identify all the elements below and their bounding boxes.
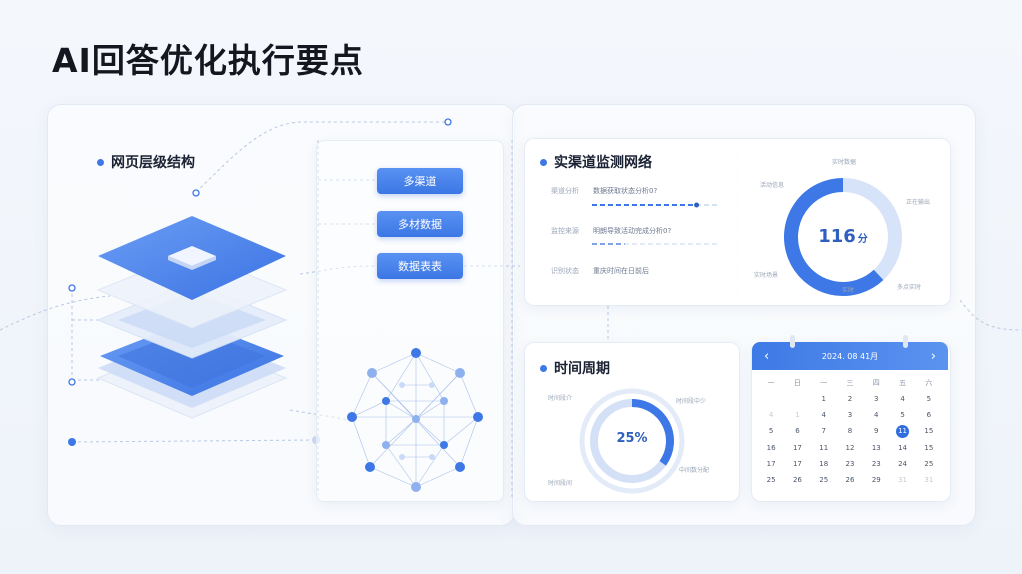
calendar-day[interactable]: 8 — [847, 427, 853, 435]
gauge-label: 正在输出 — [906, 199, 931, 206]
period-title: 时间周期 — [540, 358, 610, 378]
gauge-label: 实时 — [842, 287, 855, 294]
calendar-day[interactable]: 15 — [924, 444, 934, 452]
monitor-row-1: 渠道分析 数据获取状态分析0? — [551, 186, 657, 196]
calendar-day[interactable]: 11 — [819, 444, 829, 452]
calendar-day[interactable]: 5 — [926, 395, 932, 403]
bullet-dot-icon — [97, 158, 104, 166]
period-label: 时间段间 — [548, 480, 573, 487]
calendar-day[interactable]: 12 — [845, 444, 855, 452]
calendar-day[interactable]: 16 — [766, 444, 776, 452]
calendar-day[interactable]: 31 — [924, 476, 934, 484]
calendar-day[interactable]: 7 — [821, 427, 826, 435]
calendar-day[interactable]: 5 — [900, 411, 905, 419]
gauge-label: 实时场景 — [754, 272, 779, 279]
gauge-label: 活动信息 — [760, 182, 785, 189]
calendar-day[interactable]: 25 — [766, 476, 776, 484]
calendar-next-button[interactable]: › — [930, 348, 936, 364]
monitor-title-text: 实渠道监测网络 — [554, 155, 652, 171]
calendar-day[interactable]: 4 — [900, 395, 905, 403]
calendar-day[interactable]: 6 — [795, 427, 800, 435]
monitor-row-3: 识别状态 重庆时间在日前后 — [551, 266, 649, 276]
calendar-day[interactable]: 17 — [792, 444, 802, 452]
calendar-day[interactable]: 24 — [898, 460, 908, 468]
calendar-day[interactable]: 15 — [924, 427, 934, 435]
calendar-day[interactable]: 23 — [871, 460, 881, 468]
calendar-day[interactable]: 26 — [792, 476, 802, 484]
page-title: AI回答优化执行要点 — [52, 41, 364, 80]
calendar-day[interactable]: 17 — [792, 460, 802, 468]
calendar-month-label: 2024. 08 41月 — [821, 351, 879, 361]
monitor-row-text: 明朗导致活动完成分析0? — [593, 227, 672, 235]
monitor-progress-2 — [592, 243, 718, 245]
monitor-row-label: 识别状态 — [551, 267, 579, 275]
calendar-weekday: 一 — [820, 379, 828, 387]
calendar-day[interactable]: 25 — [819, 476, 829, 484]
monitor-row-label: 渠道分析 — [551, 187, 579, 195]
calendar-day[interactable]: 1 — [795, 411, 800, 419]
calendar-weekday: 三 — [846, 379, 854, 387]
calendar-day[interactable]: 31 — [898, 476, 908, 484]
calendar-weekday: 五 — [899, 379, 907, 387]
layer-stack-illustration — [96, 216, 288, 419]
calendar-weekday: 六 — [925, 379, 933, 387]
calendar-day[interactable]: 18 — [819, 460, 829, 468]
calendar-day[interactable]: 4 — [874, 411, 879, 419]
calendar-day[interactable]: 6 — [926, 411, 932, 419]
bullet-dot-icon — [540, 364, 547, 372]
calendar-day[interactable]: 11 — [896, 425, 910, 438]
period-title-text: 时间周期 — [554, 361, 610, 377]
monitor-row-text: 重庆时间在日前后 — [593, 267, 649, 275]
monitor-title: 实渠道监测网络 — [540, 152, 652, 172]
calendar-day[interactable] — [784, 394, 810, 405]
period-label: 中间数分配 — [679, 467, 710, 474]
structure-area — [316, 140, 504, 502]
structure-title-text: 网页层级结构 — [111, 155, 195, 171]
chip-data-table[interactable]: 数据表表 — [377, 253, 463, 279]
structure-title: 网页层级结构 — [97, 152, 195, 172]
calendar-header: ‹ 2024. 08 41月 › — [752, 342, 948, 370]
period-label: 时间段介 — [548, 395, 573, 402]
calendar-day[interactable]: 13 — [871, 444, 881, 452]
period-label: 时间段中少 — [676, 398, 707, 405]
bullet-dot-icon — [540, 158, 547, 166]
calendar-day[interactable]: 26 — [845, 476, 855, 484]
monitor-row-text: 数据获取状态分析0? — [593, 187, 658, 195]
period-donut — [579, 388, 685, 494]
calendar-day[interactable]: 29 — [871, 476, 881, 484]
calendar-day[interactable]: 4 — [821, 411, 826, 419]
calendar-day[interactable]: 5 — [768, 427, 774, 435]
calendar-day[interactable]: 25 — [924, 460, 934, 468]
calendar-weekday: 日 — [793, 379, 801, 387]
monitor-row-label: 监控来源 — [551, 227, 579, 235]
calendar-ring-icon — [903, 335, 908, 348]
calendar-weekday: 一 — [767, 379, 775, 387]
gauge-value-unit: 分 — [857, 234, 868, 245]
calendar-ring-icon — [790, 335, 795, 348]
calendar-day[interactable]: 23 — [845, 460, 855, 468]
calendar-day[interactable]: 1 — [821, 395, 826, 403]
calendar-day[interactable]: 9 — [874, 427, 879, 435]
calendar-day[interactable]: 4 — [768, 411, 774, 419]
monitor-row-2: 监控来源 明朗导致活动完成分析0? — [551, 226, 671, 236]
calendar-day[interactable] — [758, 394, 784, 405]
gauge-label: 实时数据 — [832, 159, 857, 166]
gauge-label: 多点实时 — [897, 284, 922, 291]
gauge-value-number: 116 — [818, 226, 856, 247]
calendar-weekday: 四 — [872, 379, 880, 387]
calendar-day[interactable]: 3 — [874, 395, 879, 403]
network-graph — [347, 348, 483, 492]
calendar-day[interactable]: 14 — [898, 444, 908, 452]
calendar-prev-button[interactable]: ‹ — [764, 348, 770, 364]
calendar-day[interactable]: 2 — [847, 395, 853, 403]
monitor-progress-1 — [592, 202, 718, 208]
chip-multi-channel[interactable]: 多渠道 — [377, 168, 463, 194]
calendar-day[interactable]: 17 — [766, 460, 776, 468]
score-gauge — [784, 178, 902, 296]
period-percent: 25% — [616, 431, 648, 446]
chip-multi-data[interactable]: 多材数据 — [377, 211, 463, 237]
calendar-day[interactable]: 3 — [847, 411, 853, 419]
